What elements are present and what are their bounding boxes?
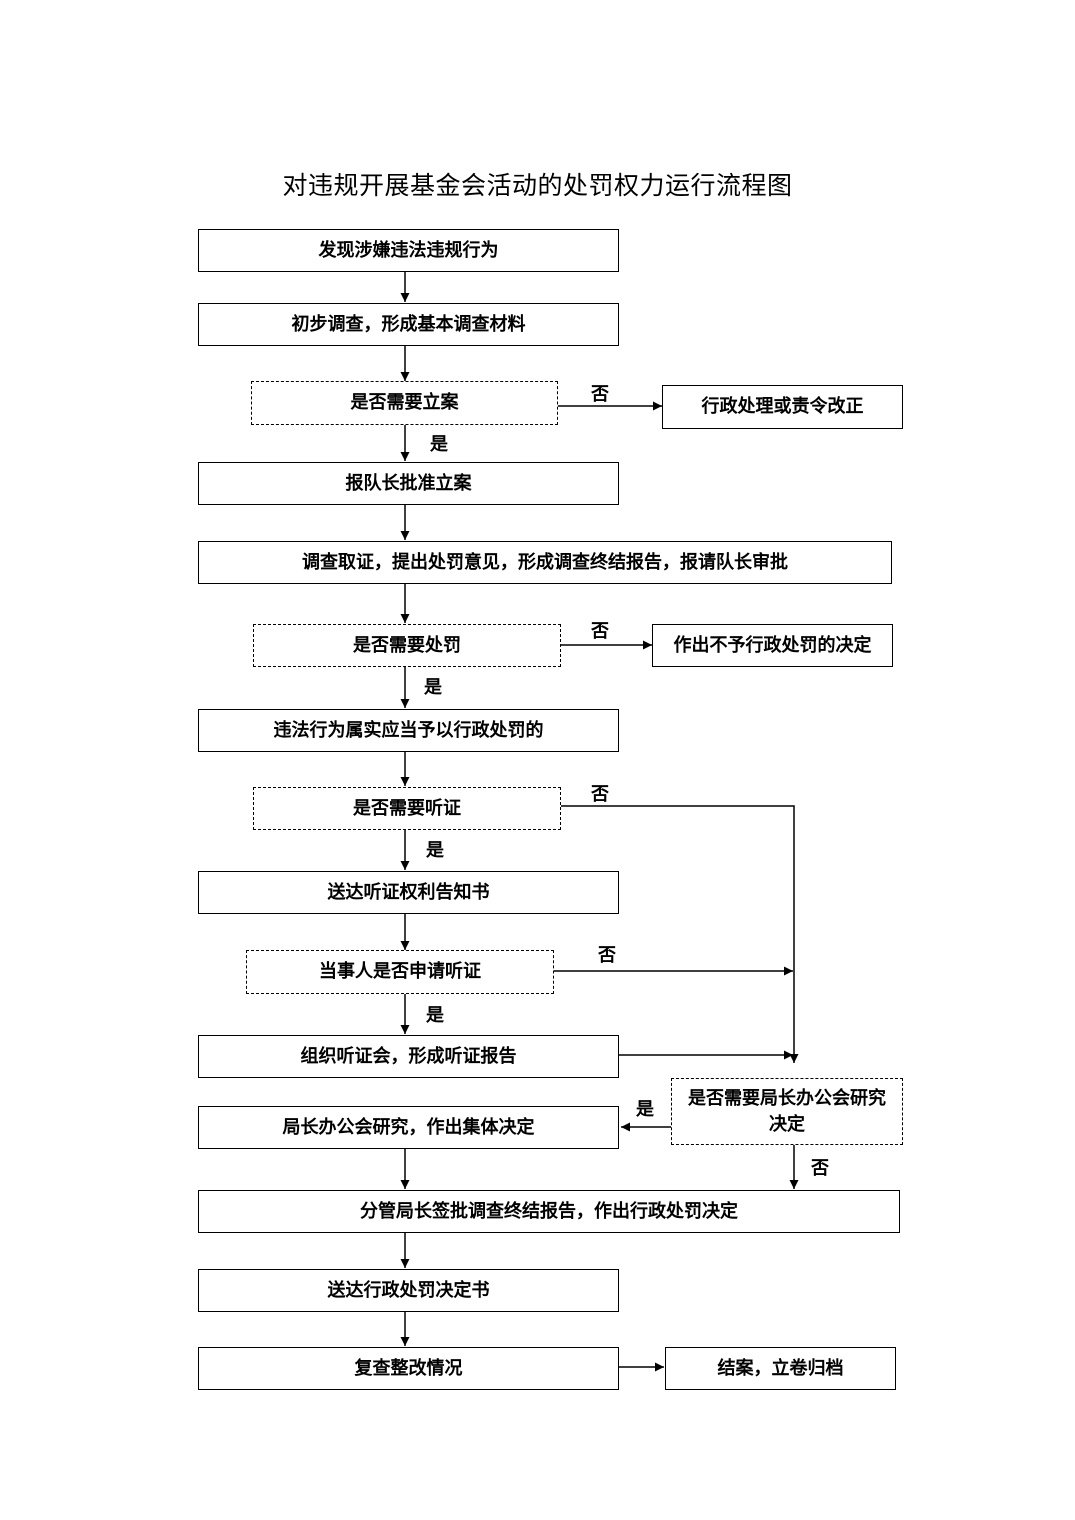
- edge-label-no: 否: [598, 945, 616, 966]
- node-label: 当事人是否申请听证: [319, 961, 481, 982]
- edge-label-no: 否: [811, 1158, 829, 1179]
- node-approve-case: 报队长批准立案: [198, 462, 619, 505]
- line-d3-no: [561, 805, 795, 1040]
- node-label: 结案，立卷归档: [717, 1357, 844, 1379]
- node-preliminary-investigation: 初步调查，形成基本调查材料: [198, 303, 619, 346]
- node-label: 行政处理或责令改正: [701, 396, 864, 417]
- node-violation-confirmed: 违法行为属实应当予以行政处罚的: [198, 709, 619, 752]
- node-label: 初步调查，形成基本调查材料: [291, 313, 526, 335]
- node-label: 送达行政处罚决定书: [327, 1279, 490, 1301]
- edge-label-no: 否: [591, 621, 609, 642]
- edge-label-yes: 是: [424, 677, 442, 698]
- edge-label-yes: 是: [426, 1005, 444, 1026]
- node-discover-violation: 发现涉嫌违法违规行为: [198, 229, 619, 272]
- node-label: 复查整改情况: [354, 1357, 463, 1379]
- node-label: 违法行为属实应当予以行政处罚的: [273, 719, 544, 741]
- node-sign-penalty-decision: 分管局长签批调查终结报告，作出行政处罚决定: [198, 1190, 900, 1233]
- node-label: 分管局长签批调查终结报告，作出行政处罚决定: [360, 1200, 738, 1222]
- edge-label-no: 否: [591, 384, 609, 405]
- node-deliver-decision: 送达行政处罚决定书: [198, 1269, 619, 1312]
- edge-label-yes: 是: [426, 840, 444, 861]
- node-gather-evidence: 调查取证，提出处罚意见，形成调查终结报告，报请队长审批: [198, 541, 892, 584]
- node-hearing-notice: 送达听证权利告知书: [198, 871, 619, 914]
- node-label: 局长办公会研究，作出集体决定: [282, 1116, 535, 1138]
- node-organize-hearing: 组织听证会，形成听证报告: [198, 1035, 619, 1078]
- edge-label-yes: 是: [636, 1099, 654, 1120]
- node-label: 调查取证，提出处罚意见，形成调查终结报告，报请队长审批: [302, 551, 788, 573]
- decision-party-requests-hearing: 当事人是否申请听证: [246, 950, 554, 994]
- node-label: 组织听证会，形成听证报告: [300, 1045, 517, 1067]
- edge-label-no: 否: [591, 784, 609, 805]
- decision-file-case: 是否需要立案: [251, 381, 558, 425]
- node-label: 作出不予行政处罚的决定: [673, 634, 872, 656]
- node-label: 送达听证权利告知书: [327, 881, 490, 903]
- decision-need-hearing: 是否需要听证: [253, 787, 561, 830]
- node-label: 是否需要听证: [353, 797, 461, 819]
- flowchart-title: 对违规开展基金会活动的处罚权力运行流程图: [282, 171, 793, 200]
- edge-label-yes: 是: [430, 434, 448, 455]
- node-label: 是否需要处罚: [353, 634, 461, 656]
- decision-need-penalty: 是否需要处罚: [253, 624, 561, 667]
- node-label: 发现涉嫌违法违规行为: [318, 239, 499, 261]
- node-label: 是否需要局长办公会研究决定: [688, 1087, 886, 1135]
- node-administrative-handling: 行政处理或责令改正: [662, 385, 903, 429]
- node-label: 是否需要立案: [350, 392, 459, 413]
- node-collective-decision: 局长办公会研究，作出集体决定: [198, 1106, 619, 1149]
- node-no-penalty-decision: 作出不予行政处罚的决定: [652, 624, 893, 667]
- node-close-case: 结案，立卷归档: [665, 1347, 896, 1390]
- node-review-rectification: 复查整改情况: [198, 1347, 619, 1390]
- node-label: 报队长批准立案: [345, 472, 472, 494]
- decision-director-meeting: 是否需要局长办公会研究决定: [671, 1078, 903, 1145]
